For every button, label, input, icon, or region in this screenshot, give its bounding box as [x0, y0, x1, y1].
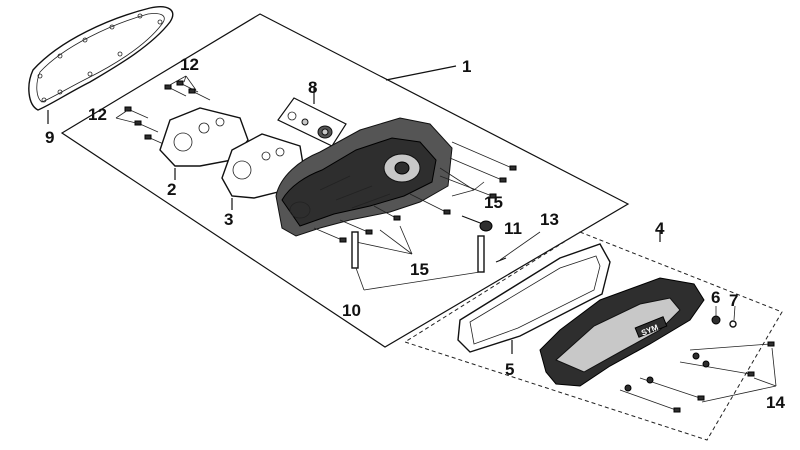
callout-14: 14 — [766, 393, 785, 412]
bolts-part-14 — [619, 341, 775, 413]
nut-part-6 — [711, 315, 721, 325]
callout-15-lower: 15 — [410, 260, 429, 279]
screws-part-15 — [313, 141, 517, 243]
bolt-part-11 — [461, 215, 493, 232]
callout-12-left: 12 — [88, 105, 107, 124]
bolts-part-12 — [124, 80, 211, 147]
callout-13: 13 — [540, 210, 559, 229]
gasket-part-5 — [457, 243, 611, 353]
assembly-frame-outer-cover — [403, 231, 783, 441]
bearing-kit-part-8 — [277, 97, 347, 147]
callout-3: 3 — [224, 210, 233, 229]
callout-11: 11 — [504, 219, 522, 238]
callout-12-top: 12 — [180, 55, 199, 74]
dowel-pins-part-10 — [351, 231, 485, 273]
callout-1: 1 — [462, 57, 471, 76]
callout-5: 5 — [505, 360, 514, 379]
callout-8: 8 — [308, 78, 317, 97]
callout-9: 9 — [45, 128, 54, 147]
callout-6: 6 — [711, 288, 720, 307]
callout-15-upper: 15 — [484, 193, 503, 212]
callout-7: 7 — [729, 291, 738, 310]
assembly-frame-main — [60, 13, 630, 348]
plate-part-2 — [159, 107, 249, 167]
outer-cover-part-4: SYM — [539, 277, 705, 387]
callout-4: 4 — [655, 219, 665, 238]
washer-part-7 — [729, 320, 737, 328]
gasket-part-9 — [28, 6, 174, 111]
callout-2: 2 — [167, 180, 176, 199]
callout-10: 10 — [342, 301, 361, 320]
crankcase-cover — [275, 117, 453, 237]
